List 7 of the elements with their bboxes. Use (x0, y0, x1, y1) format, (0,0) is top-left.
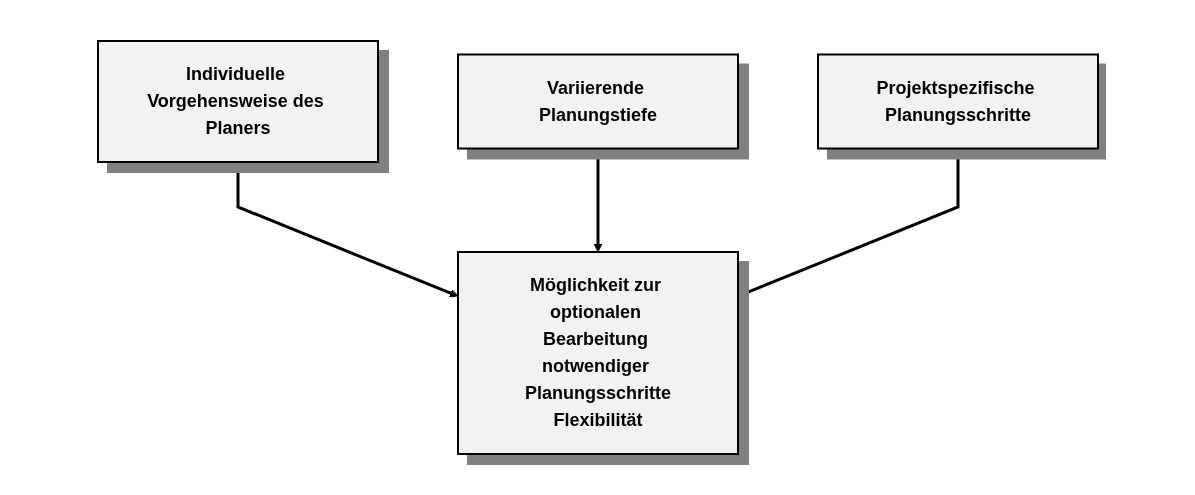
arrow (737, 148, 959, 298)
arrow (236, 162, 458, 298)
node-box: Möglichkeit zur optionalen Bearbeitung notwendiger Planungsschritte Flexibilität (456, 251, 739, 455)
node-box: Individuelle Vorgehensweise des Planers (96, 40, 379, 163)
node-box: Projektspezifische Planungsschritte (816, 53, 1099, 150)
arrow (593, 148, 602, 253)
node-box: Variierende Planungstiefe (456, 53, 739, 150)
